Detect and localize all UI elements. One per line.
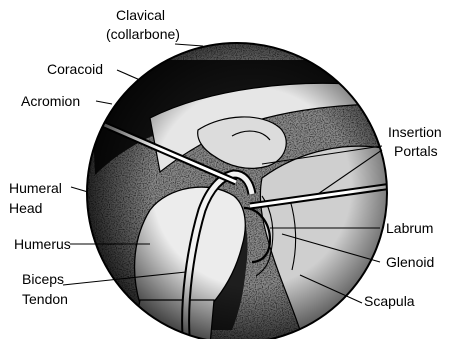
label-acromion: Acromion: [21, 93, 80, 109]
label-humerus: Humerus: [14, 236, 71, 252]
label-humeral: Humeral: [9, 180, 62, 196]
label-clavical: Clavical: [116, 7, 165, 23]
label-tendon: Tendon: [22, 291, 68, 307]
label-labrum: Labrum: [386, 220, 433, 236]
label-insertion: Insertion: [388, 124, 442, 140]
label-scapula: Scapula: [364, 293, 415, 309]
scope-view: [70, 40, 400, 339]
label-head: Head: [9, 200, 42, 216]
label-collarbone: (collarbone): [106, 26, 180, 42]
label-glenoid: Glenoid: [386, 254, 434, 270]
label-portals: Portals: [394, 143, 438, 159]
label-biceps: Biceps: [22, 271, 64, 287]
label-coracoid: Coracoid: [47, 61, 103, 77]
